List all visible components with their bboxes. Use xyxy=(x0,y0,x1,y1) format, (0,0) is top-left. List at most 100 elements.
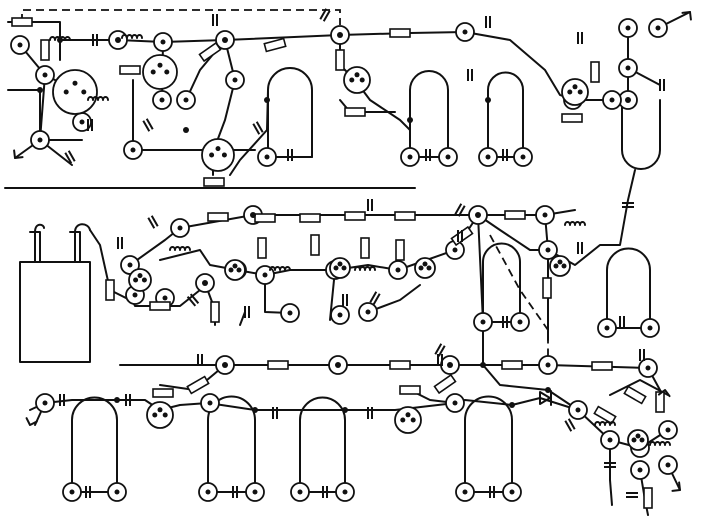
capacitor xyxy=(639,349,645,361)
terminal-dot xyxy=(575,407,581,413)
terminal-dot xyxy=(127,262,133,268)
junction-dot xyxy=(252,407,258,413)
tube-pin xyxy=(215,146,221,152)
capacitor xyxy=(186,293,200,307)
capacitor-plate xyxy=(434,343,443,355)
capacitor xyxy=(87,119,93,131)
resistor xyxy=(542,277,552,299)
coil-loop xyxy=(482,242,521,323)
coil-loop xyxy=(487,71,524,158)
terminal-dot xyxy=(665,427,671,433)
capacitor xyxy=(244,306,250,318)
capacitor xyxy=(142,118,154,132)
capacitor xyxy=(622,202,634,208)
capacitor xyxy=(659,79,665,91)
terminal-dot xyxy=(42,400,48,406)
capacitor xyxy=(457,230,463,242)
vacuum-tube xyxy=(394,406,422,434)
resistor xyxy=(643,487,653,509)
vacuum-tube xyxy=(224,259,246,281)
terminal-dot xyxy=(342,489,348,495)
capacitor xyxy=(197,354,203,366)
capacitor xyxy=(434,343,446,357)
junction-dot xyxy=(625,97,631,103)
vacuum-tube xyxy=(549,255,571,277)
capacitor xyxy=(502,149,508,161)
tube-pin xyxy=(164,69,170,75)
wire xyxy=(609,379,669,396)
junction-dot xyxy=(57,37,63,43)
tube-pin xyxy=(635,433,641,439)
inductor-coil xyxy=(649,441,671,446)
wire xyxy=(544,214,549,341)
capacitor xyxy=(626,492,638,498)
tube-pin xyxy=(141,277,147,283)
inductor-coil xyxy=(87,96,109,101)
terminal-dot xyxy=(545,247,551,253)
capacitor xyxy=(369,291,381,305)
tube-pin xyxy=(405,412,411,418)
capacitor xyxy=(454,203,466,217)
wire xyxy=(477,169,636,266)
terminal-dot xyxy=(407,154,413,160)
terminal-dot xyxy=(542,212,548,218)
terminal-dot xyxy=(130,147,136,153)
capacitor-plate xyxy=(369,291,378,303)
terminal-dot xyxy=(545,362,551,368)
terminal-dot xyxy=(69,489,75,495)
terminal-dot xyxy=(17,42,23,48)
resistor xyxy=(501,360,523,370)
coil-loop xyxy=(621,99,661,170)
coil-loop xyxy=(207,395,256,493)
resistor xyxy=(561,113,583,123)
resistor xyxy=(105,279,115,301)
resistor xyxy=(623,385,647,405)
terminal-dot xyxy=(114,489,120,495)
junction-dot xyxy=(222,37,228,43)
wire xyxy=(609,439,613,506)
terminal-dot xyxy=(395,267,401,273)
junction-dot xyxy=(114,397,120,403)
junction-dot xyxy=(545,387,551,393)
tube-pin xyxy=(333,265,339,271)
tube-pin xyxy=(359,77,365,83)
inductor-coil xyxy=(269,266,291,271)
capacitor xyxy=(489,486,495,498)
capacitor xyxy=(604,462,616,468)
tube-pin xyxy=(567,89,573,95)
terminal-dot xyxy=(205,489,211,495)
terminal-dot xyxy=(159,97,165,103)
junction-dot xyxy=(485,97,491,103)
tube-pin xyxy=(349,77,355,83)
wire xyxy=(367,284,421,313)
terminal-dot xyxy=(252,489,258,495)
capacitor xyxy=(619,316,625,328)
terminal-dot xyxy=(462,489,468,495)
inductor-coil xyxy=(594,421,616,426)
capacitor-plate xyxy=(145,118,154,130)
vacuum-tube xyxy=(201,138,235,172)
resistor xyxy=(203,177,225,187)
terminal-dot xyxy=(645,365,651,371)
capacitor xyxy=(367,407,373,419)
resistor xyxy=(335,49,345,71)
capacitor xyxy=(117,237,123,249)
capacitor-plate xyxy=(372,293,381,305)
junction-dot xyxy=(509,402,515,408)
terminal-dot xyxy=(607,437,613,443)
capacitor-plate xyxy=(142,120,151,132)
resistor xyxy=(257,237,267,259)
terminal-dot xyxy=(625,65,631,71)
resistor xyxy=(344,107,366,117)
resistor xyxy=(186,375,210,395)
terminal-dot xyxy=(287,310,293,316)
wire xyxy=(39,74,46,141)
terminal-dot xyxy=(177,225,183,231)
tube-pin xyxy=(162,412,168,418)
components xyxy=(10,8,692,509)
junction-dot xyxy=(342,407,348,413)
tube-pin xyxy=(577,89,583,95)
junction-dot xyxy=(264,97,270,103)
